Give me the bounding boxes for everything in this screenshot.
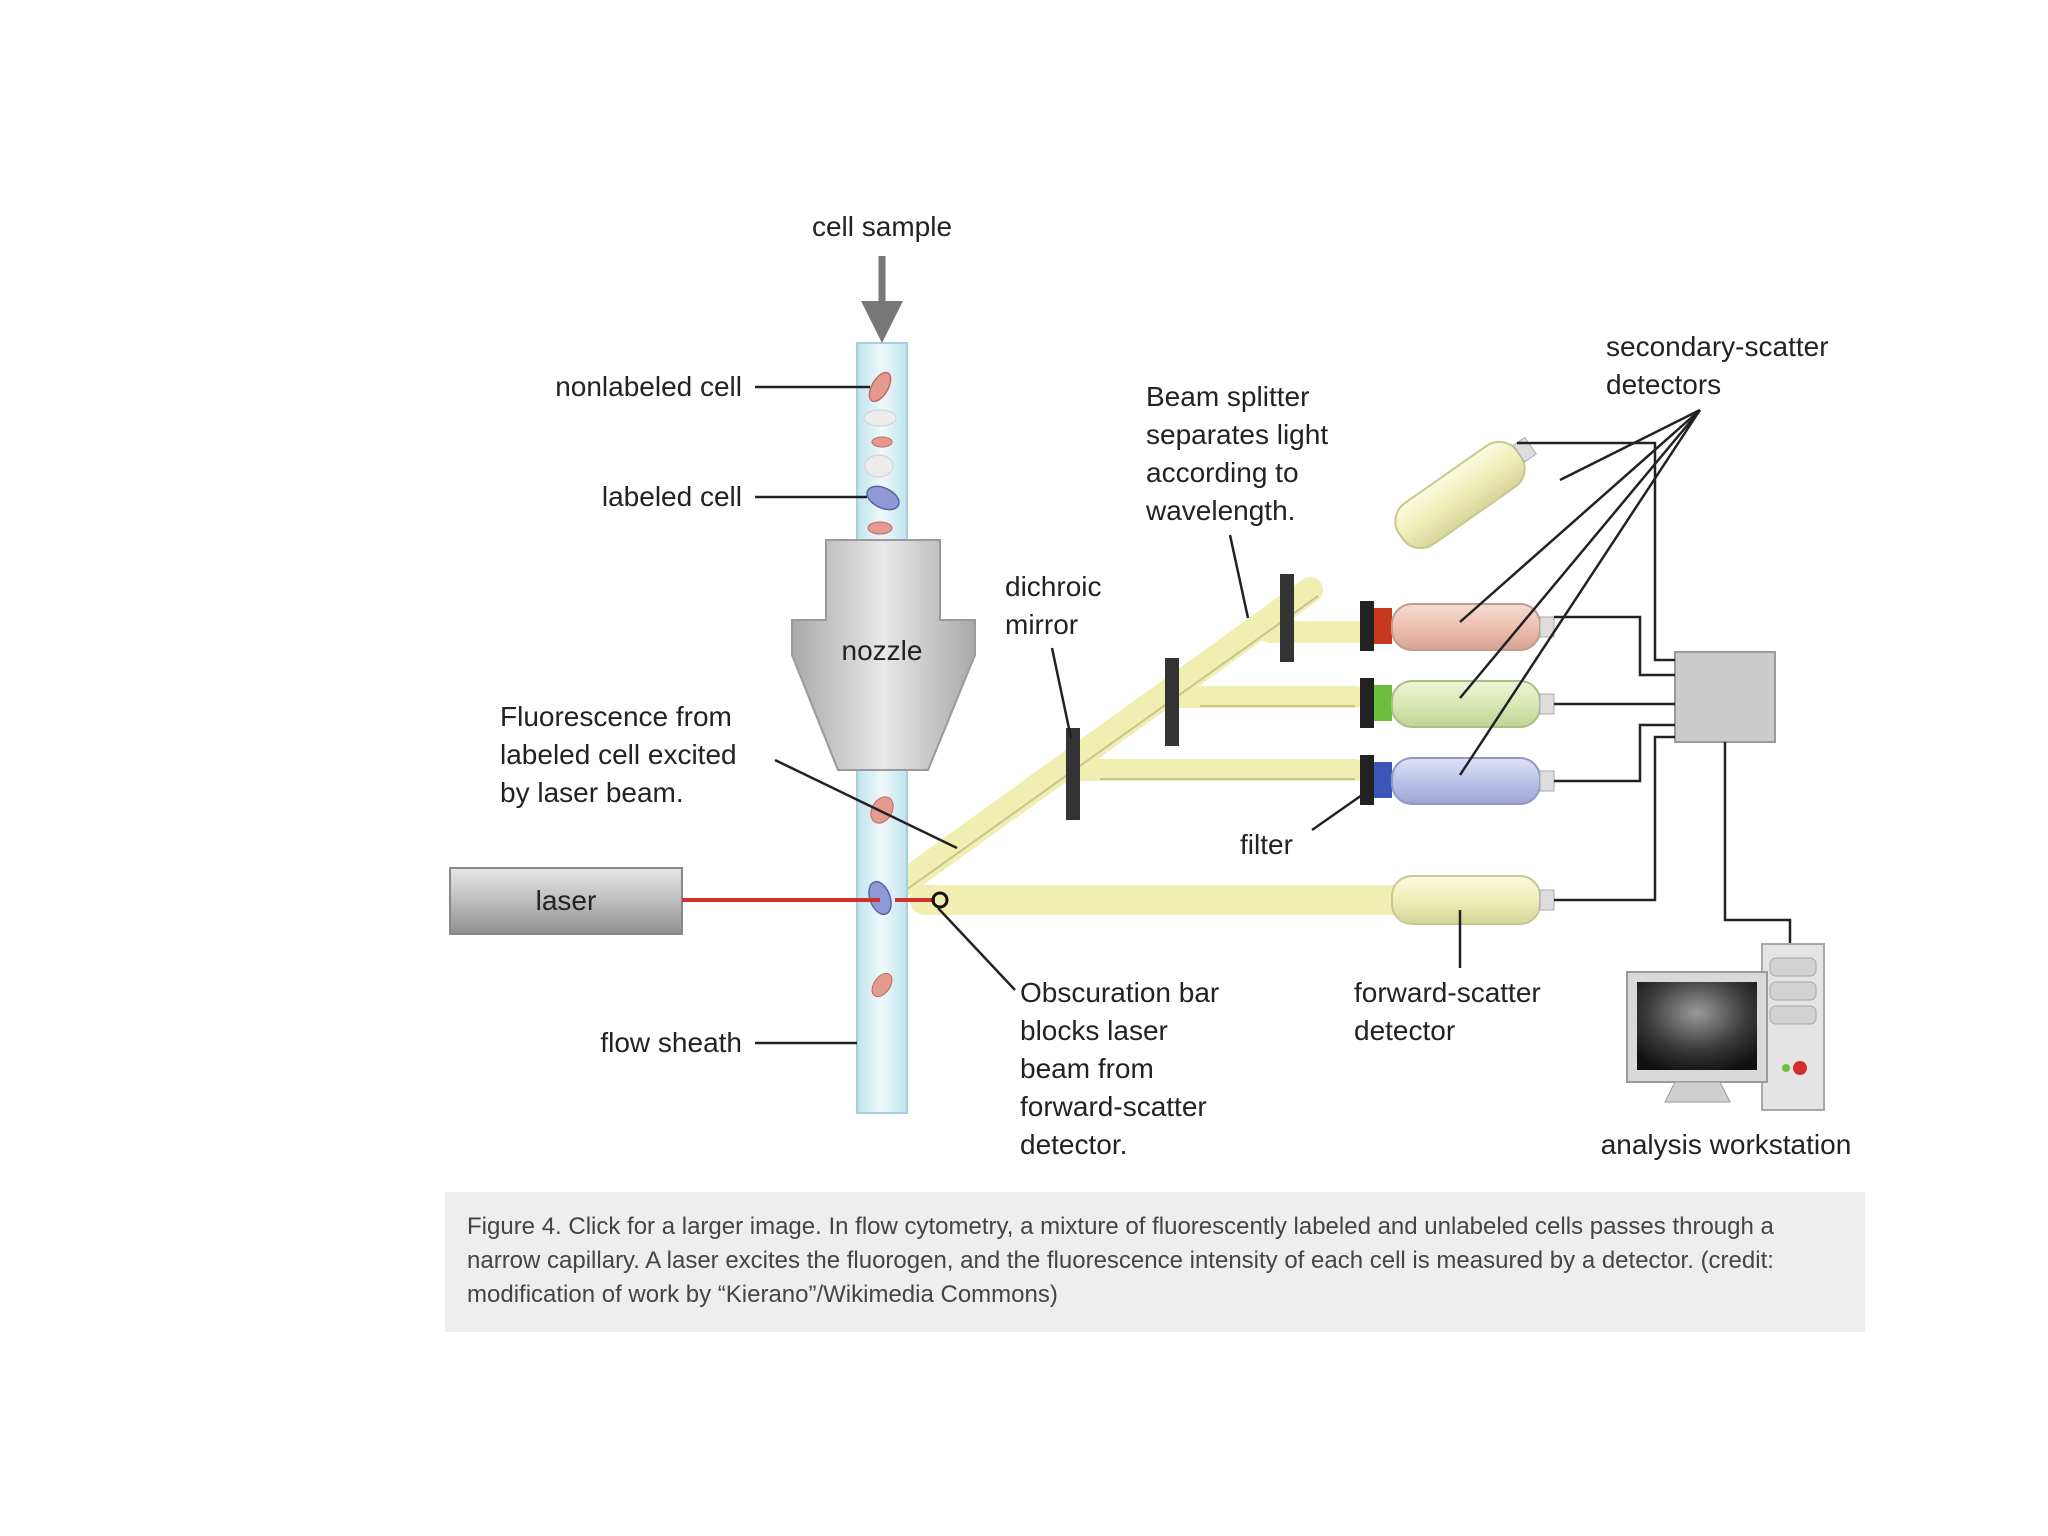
label-laser: laser [536,885,597,916]
label-forward-scatter-2: detector [1354,1015,1455,1046]
label-fluorescence-1: Fluorescence from [500,701,732,732]
beam-outlines [884,595,1355,906]
labels: cell sample nonlabeled cell labeled cell… [500,211,1851,1160]
label-workstation: analysis workstation [1601,1129,1852,1160]
beam-splitter-2 [1280,574,1294,662]
nonlabeled-cell [868,371,892,403]
label-nonlabeled-cell: nonlabeled cell [555,371,742,402]
labeled-cell [866,485,900,511]
label-beam-splitter-4: wavelength. [1145,495,1295,526]
beam-main [867,577,1323,913]
label-obscuration-4: forward-scatter [1020,1091,1207,1122]
forward-scatter-detector [1391,875,1541,925]
label-cell-sample: cell sample [812,211,952,242]
label-beam-splitter-2: separates light [1146,419,1328,450]
filters [1360,601,1392,805]
secondary-scatter-detectors [1391,436,1555,805]
label-secondary-scatter-2: detectors [1606,369,1721,400]
label-nozzle: nozzle [842,635,923,666]
label-beam-splitter-3: according to [1146,457,1299,488]
label-filter: filter [1240,829,1293,860]
label-forward-scatter-1: forward-scatter [1354,977,1541,1008]
label-dichroic-1: dichroic [1005,571,1101,602]
signal-wires [1517,441,1792,945]
label-obscuration-2: blocks laser [1020,1015,1168,1046]
detector-top [1394,436,1537,550]
label-flow-sheath: flow sheath [600,1027,742,1058]
label-obscuration-5: detector. [1020,1129,1127,1160]
label-secondary-scatter-1: secondary-scatter [1606,331,1829,362]
analysis-workstation-icon [1626,943,1825,1111]
label-beam-splitter-1: Beam splitter [1146,381,1309,412]
beam-splitter-1 [1165,658,1179,746]
label-labeled-cell: labeled cell [602,481,742,512]
label-fluorescence-3: by laser beam. [500,777,684,808]
leader-lines [755,385,1702,1045]
signal-processor [1674,651,1776,743]
figure-caption: Figure 4. Click for a larger image. In f… [445,1192,1865,1332]
nozzle [791,539,976,771]
label-obscuration-1: Obscuration bar [1020,977,1219,1008]
obscuration-bar [931,891,949,909]
label-obscuration-3: beam from [1020,1053,1154,1084]
label-dichroic-2: mirror [1005,609,1078,640]
dichroic-mirror [1066,728,1080,820]
label-fluorescence-2: labeled cell excited [500,739,737,770]
